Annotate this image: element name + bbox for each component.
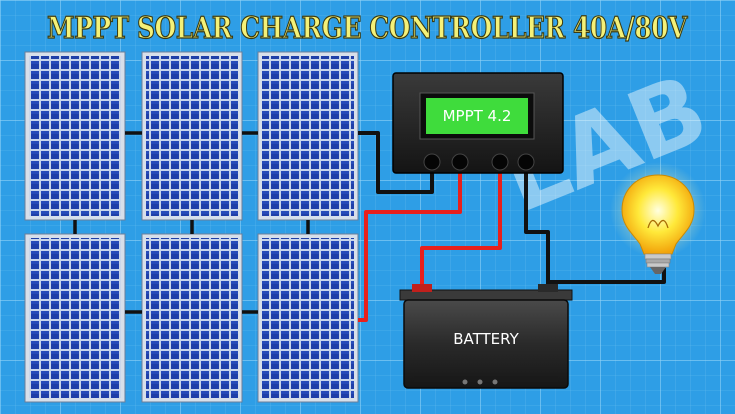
solar-panel-array	[24, 51, 359, 403]
solar-panel-icon	[24, 51, 126, 221]
solar-panel-icon	[257, 233, 359, 403]
solar-panel-icon	[141, 233, 243, 403]
positive-wires	[358, 165, 502, 322]
light-bulb-icon	[610, 162, 706, 274]
controller-terminal	[451, 153, 469, 171]
controller-terminal	[491, 153, 509, 171]
solar-panel-icon	[24, 233, 126, 403]
controller-display-text: MPPT 4.2	[443, 107, 512, 125]
charge-controller-icon: MPPT 4.2	[392, 72, 564, 174]
page-title: MPPT SOLAR CHARGE CONTROLLER 40A/80V	[47, 11, 688, 46]
solar-panel-icon	[141, 51, 243, 221]
battery-icon: BATTERY	[399, 284, 573, 389]
panel-interconnect-wires	[73, 131, 310, 314]
battery-label: BATTERY	[453, 330, 519, 348]
solar-panel-icon	[257, 51, 359, 221]
controller-terminal	[517, 153, 535, 171]
controller-terminal	[423, 153, 441, 171]
